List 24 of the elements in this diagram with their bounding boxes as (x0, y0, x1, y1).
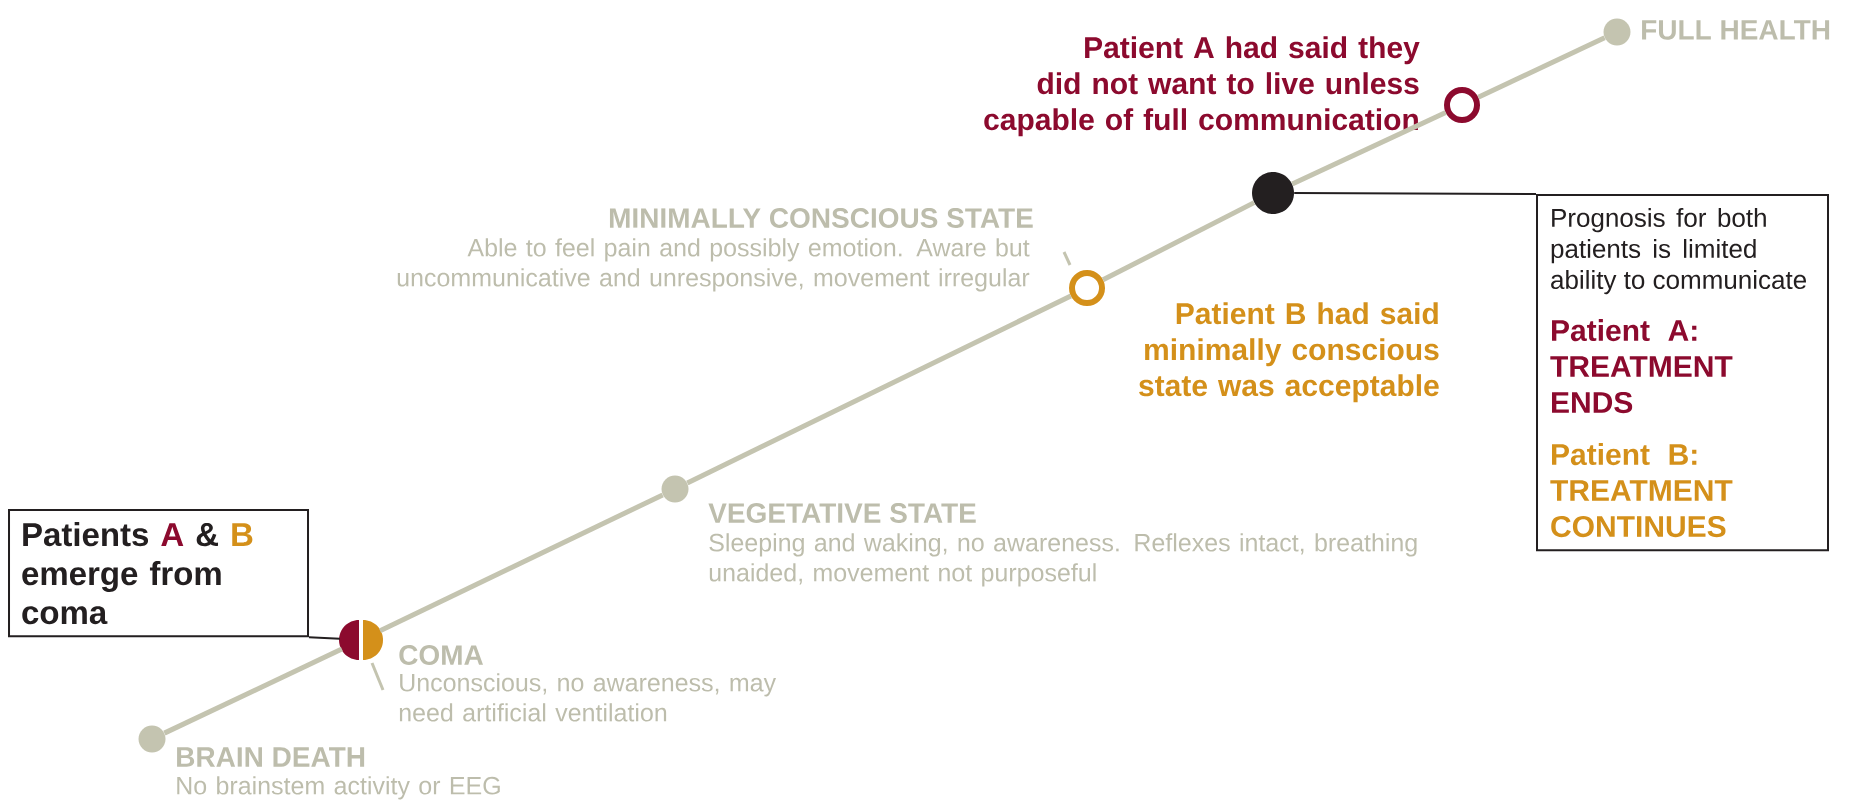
line-segment (686, 293, 1072, 486)
leader-line (370, 662, 385, 691)
leader-line (308, 636, 341, 640)
line-segment (163, 646, 343, 736)
callout-box: Patients A & B emerge from coma (8, 509, 309, 638)
state-title: COMA (399, 645, 483, 665)
state-description: Unconscious, no awareness, may need artificial ventilation (399, 673, 777, 722)
line-segment (1291, 110, 1447, 187)
leader-line (1293, 192, 1537, 195)
state-description: No brainstem activity or EEG (177, 776, 500, 800)
state-title: FULL HEALTH (1642, 20, 1830, 40)
patient-note: Patient A had said they did not want to live unless capable of full communication (984, 36, 1420, 137)
callout-box: Prognosis for both patients is limited ability to communicate Patient A: TREATMENT ENDS Patient B: TREATMENT CONTINUES (1536, 194, 1829, 552)
state-title: MINIMALLY CONSCIOUS STATE (609, 208, 1033, 228)
dot-marker (1252, 172, 1294, 214)
patient-note: Patient B had said minimally conscious state was acceptable (1139, 302, 1439, 403)
state-title: VEGETATIVE STATE (708, 503, 976, 523)
line-segment (1477, 35, 1606, 100)
leader-line (1062, 251, 1072, 266)
state-description: Sleeping and waking, no awareness. Reflexes intact, breathing unaided, movement not purposeful (709, 533, 1417, 587)
line-segment (1101, 200, 1256, 283)
state-description: Able to feel pain and possibly emotion. Aware but uncommunicative and unresponsive, movement irregular (397, 238, 1030, 292)
state-title: BRAIN DEATH (177, 747, 365, 767)
line-segment (379, 492, 664, 634)
